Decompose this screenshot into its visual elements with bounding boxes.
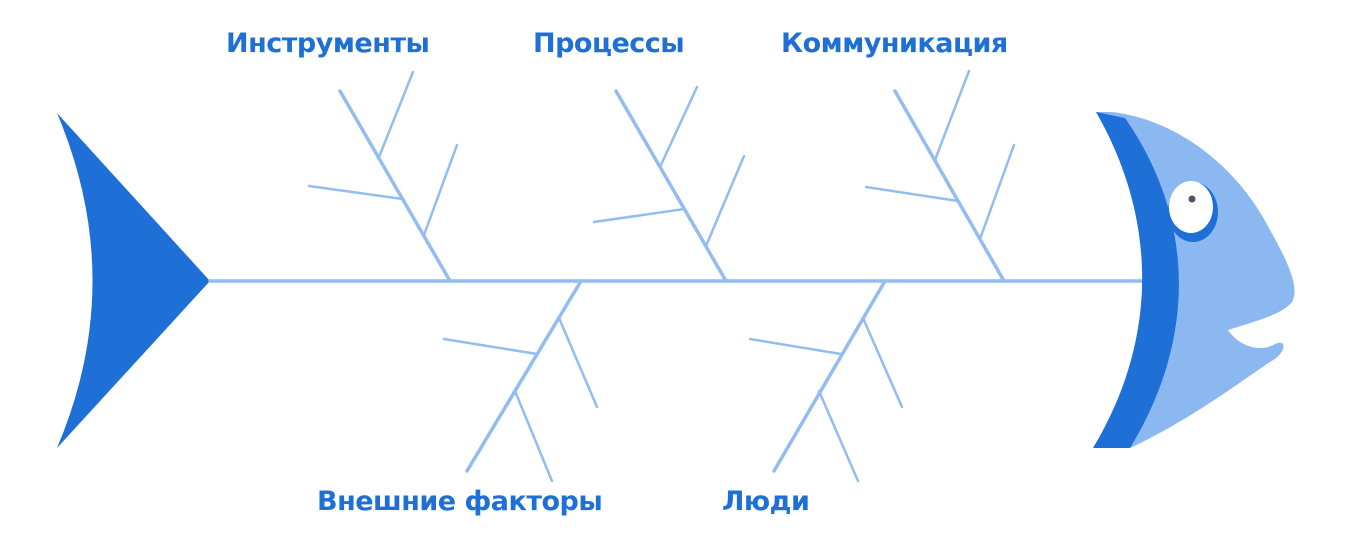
bone-tools xyxy=(307,70,459,283)
bone-people xyxy=(748,279,904,483)
category-people: Люди xyxy=(722,486,810,517)
fish-tail xyxy=(57,113,210,448)
category-processes: Процессы xyxy=(533,28,685,59)
category-external: Внешние факторы xyxy=(317,486,603,517)
fish-head xyxy=(1093,112,1295,448)
category-tools: Инструменты xyxy=(226,28,430,59)
head-gill xyxy=(1093,112,1179,448)
bone-communication xyxy=(864,69,1016,283)
bone-external xyxy=(442,279,599,483)
category-communication: Коммуникация xyxy=(781,28,1008,59)
bone-processes xyxy=(592,85,746,283)
fish-eye xyxy=(1168,181,1218,242)
eye-pupil xyxy=(1188,195,1196,203)
